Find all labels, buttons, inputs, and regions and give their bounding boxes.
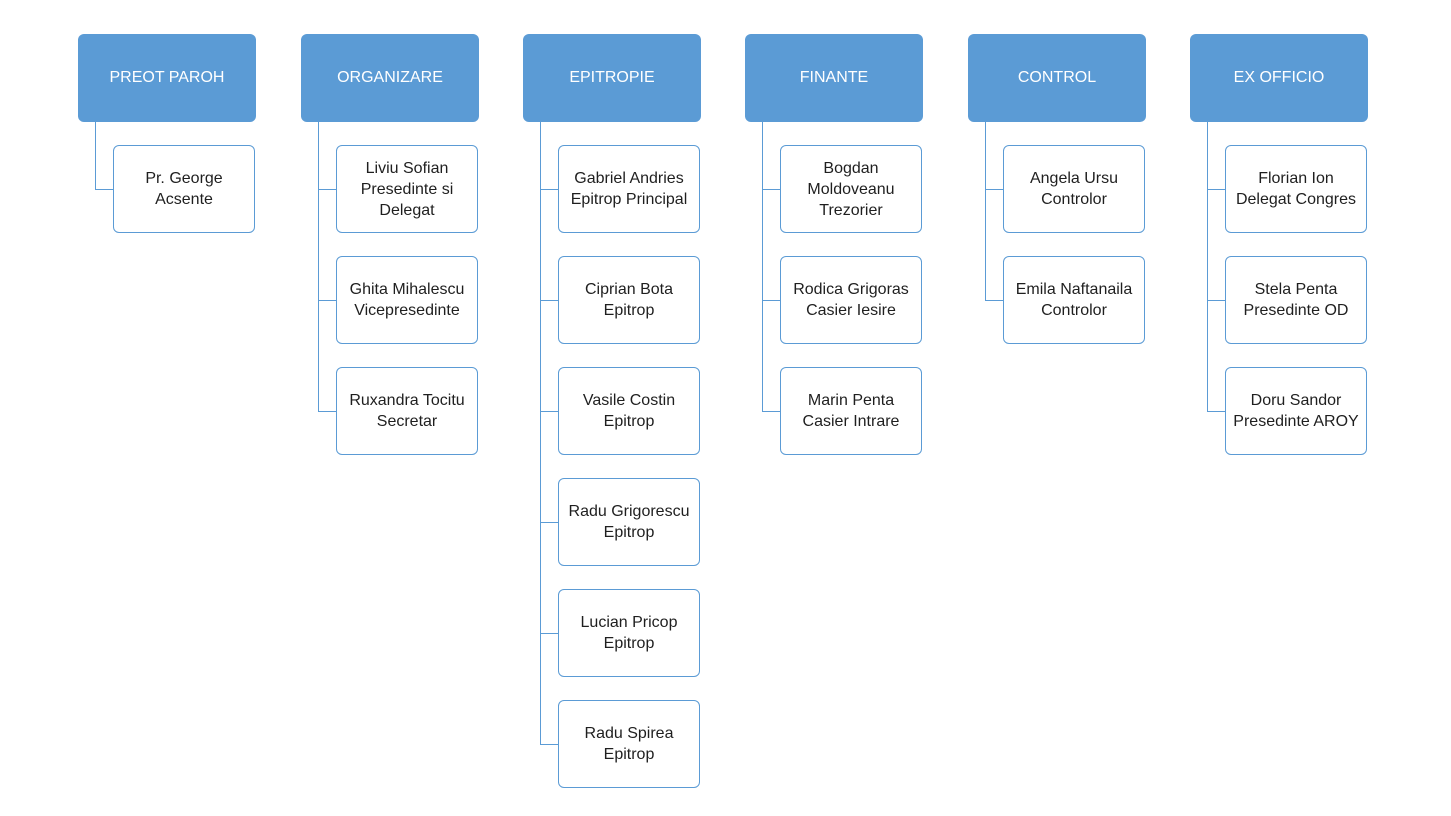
member-role: Presedinte si bbox=[360, 180, 454, 198]
connector-line bbox=[540, 189, 558, 190]
connector-spine bbox=[95, 122, 96, 189]
connector-line bbox=[540, 300, 558, 301]
connector-line bbox=[762, 411, 780, 412]
member-name: Emila Naftanaila bbox=[1015, 281, 1133, 298]
member-name: Lucian Pricop bbox=[580, 614, 678, 631]
member-name: Bogdan bbox=[823, 159, 879, 177]
member-name: Ciprian Bota bbox=[584, 281, 674, 298]
member-role: Epitrop bbox=[603, 746, 655, 763]
connector-line bbox=[318, 189, 336, 190]
member-name: Marin Penta bbox=[807, 392, 895, 409]
member-name: Radu Spirea bbox=[584, 725, 674, 742]
connector-spine bbox=[1207, 122, 1208, 411]
member-name: Vasile Costin bbox=[582, 392, 676, 409]
department-header: PREOT PAROH bbox=[78, 34, 256, 122]
member-role: Acsente bbox=[155, 191, 213, 208]
member-role: Delegat Congres bbox=[1235, 191, 1357, 208]
member-role: Epitrop bbox=[603, 635, 655, 652]
member-role: Epitrop Principal bbox=[570, 191, 688, 208]
connector-line bbox=[95, 189, 113, 190]
member-role: Delegat bbox=[379, 201, 435, 219]
member-name: Radu Grigorescu bbox=[568, 503, 690, 520]
member-role: Controlor bbox=[1041, 302, 1107, 319]
member-role: Secretar bbox=[376, 413, 438, 430]
member-name: Liviu Sofian bbox=[365, 159, 449, 177]
member-name: Ghita Mihalescu bbox=[349, 281, 465, 298]
department-header: EX OFFICIO bbox=[1190, 34, 1368, 122]
connector-line bbox=[540, 633, 558, 634]
member-role: Moldoveanu bbox=[807, 180, 895, 198]
connector-line bbox=[540, 744, 558, 745]
department-header: EPITROPIE bbox=[523, 34, 701, 122]
connector-line bbox=[762, 189, 780, 190]
connector-line bbox=[762, 300, 780, 301]
connector-line bbox=[1207, 300, 1225, 301]
member-role: Casier Intrare bbox=[802, 413, 900, 430]
department-header: FINANTE bbox=[745, 34, 923, 122]
connector-line bbox=[540, 411, 558, 412]
connector-spine bbox=[540, 122, 541, 744]
connector-line bbox=[318, 411, 336, 412]
member-name: Angela Ursu bbox=[1029, 170, 1119, 187]
department-header: ORGANIZARE bbox=[301, 34, 479, 122]
connector-line bbox=[1207, 189, 1225, 190]
connector-line bbox=[985, 189, 1003, 190]
connector-spine bbox=[762, 122, 763, 411]
member-role: Epitrop bbox=[603, 302, 655, 319]
member-role: Epitrop bbox=[603, 524, 655, 541]
member-role: Trezorier bbox=[819, 201, 883, 219]
connector-line bbox=[985, 300, 1003, 301]
connector-line bbox=[540, 522, 558, 523]
department-header: CONTROL bbox=[968, 34, 1146, 122]
connector-spine bbox=[318, 122, 319, 411]
connector-spine bbox=[985, 122, 986, 300]
member-role: Presedinte AROY bbox=[1233, 413, 1359, 430]
member-name: Stela Penta bbox=[1254, 281, 1338, 298]
member-name: Pr. George bbox=[145, 170, 223, 187]
connector-line bbox=[318, 300, 336, 301]
member-role: Epitrop bbox=[603, 413, 655, 430]
member-name: Rodica Grigoras bbox=[793, 281, 909, 298]
member-role: Controlor bbox=[1041, 191, 1107, 208]
member-name: Florian Ion bbox=[1258, 170, 1334, 187]
member-name: Gabriel Andries bbox=[574, 170, 684, 187]
member-role: Vicepresedinte bbox=[354, 302, 460, 319]
member-role: Casier Iesire bbox=[806, 302, 896, 319]
member-name: Ruxandra Tocitu bbox=[349, 392, 465, 409]
member-name: Doru Sandor bbox=[1250, 392, 1342, 409]
connector-line bbox=[1207, 411, 1225, 412]
member-role: Presedinte OD bbox=[1243, 302, 1349, 319]
